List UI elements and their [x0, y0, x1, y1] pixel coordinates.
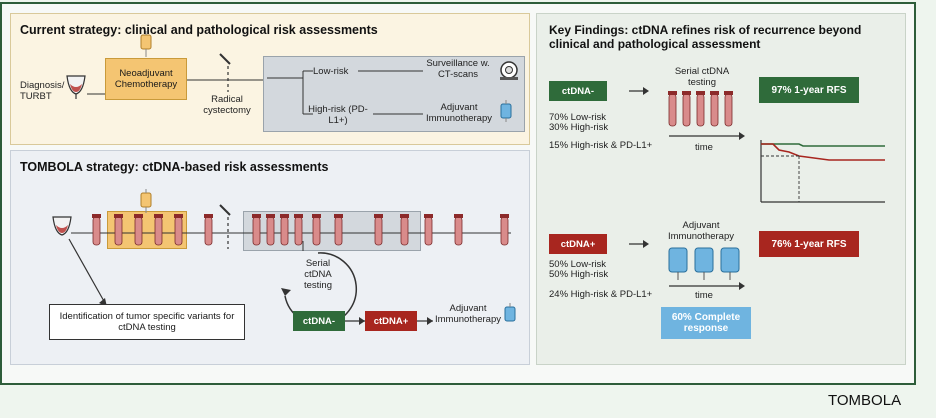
ctdna-arrows [345, 317, 433, 325]
bladder-icon [66, 75, 86, 99]
risk-branch-lines [267, 70, 423, 115]
iv-bag [668, 247, 688, 280]
neg-arrow [629, 87, 649, 95]
neg-high-risk: 30% High-risk [549, 122, 609, 133]
ct-scanner-icon [500, 61, 518, 80]
serial-tubes [668, 91, 733, 127]
immunotherapy-bag-icon [504, 303, 516, 322]
identification-arrow [68, 238, 107, 307]
ctdna-negative-pill: ctDNA- [549, 81, 607, 101]
serial-ctdna-label: Serial ctDNA testing [304, 258, 332, 291]
time-label-2: time [695, 290, 713, 301]
blood-tube [682, 91, 691, 127]
time-label: time [695, 142, 713, 153]
blood-tube [204, 214, 213, 246]
kaplan-meier-plot [760, 140, 885, 203]
rfs-positive-box: 76% 1-year RFS [759, 231, 859, 257]
current-strategy-panel: Current strategy: clinical and pathologi… [10, 13, 530, 145]
tombola-strategy-title: TOMBOLA strategy: ctDNA-based risk asses… [20, 160, 329, 174]
sample-tubes [92, 214, 509, 246]
blood-tube [252, 214, 261, 246]
blood-tube [400, 214, 409, 246]
low-risk-label: Low-risk [313, 66, 349, 77]
serial-ctdna-label: Serial ctDNA testing [674, 66, 730, 88]
blood-tube [312, 214, 321, 246]
ctdna-negative-pill: ctDNA- [293, 311, 345, 331]
current-strategy-title: Current strategy: clinical and pathologi… [20, 23, 378, 37]
adjuvant-immunotherapy-label: Adjuvant Immunotherapy [434, 303, 501, 325]
blood-tube [114, 214, 123, 246]
blood-tube [500, 214, 509, 246]
diag-connector [87, 93, 107, 95]
blood-tube [134, 214, 143, 246]
chemo-connector [187, 79, 267, 81]
blood-tube [92, 214, 101, 246]
tombola-strategy-panel: TOMBOLA strategy: ctDNA-based risk asses… [10, 150, 530, 365]
ctdna-positive-pill: ctDNA+ [365, 311, 417, 331]
immunotherapy-bags [668, 247, 740, 280]
iv-bag [694, 247, 714, 280]
radical-cystectomy-label: Radical cystectomy [203, 94, 251, 116]
neoadjuvant-chemotherapy-box: Neoadjuvant Chemotherapy [105, 58, 187, 100]
adjuvant-immunotherapy-label: Adjuvant Immunotherapy [425, 102, 492, 124]
pos-low-risk: 50% Low-risk [549, 259, 607, 270]
diagnosis-label: Diagnosis/ TURBT [20, 80, 65, 102]
ctdna-positive-pill: ctDNA+ [549, 234, 607, 254]
blood-tube [280, 214, 289, 246]
pos-pdl1: 24% High-risk & PD-L1+ [549, 289, 653, 300]
immunotherapy-bag-icon [500, 100, 512, 122]
blood-tube [374, 214, 383, 246]
iv-bag [720, 247, 740, 280]
blood-tube [266, 214, 275, 246]
chemo-bag-icon [140, 189, 152, 213]
blood-tube [424, 214, 433, 246]
blood-tube [174, 214, 183, 246]
blood-tube [668, 91, 677, 127]
blood-tube [294, 214, 303, 246]
chemo-bag-icon [140, 31, 152, 57]
bladder-icon [52, 216, 72, 236]
blood-tube [724, 91, 733, 127]
neg-low-risk: 70% Low-risk [549, 112, 607, 123]
risk-outcomes-band [263, 56, 525, 132]
rfs-negative-box: 97% 1-year RFS [759, 77, 859, 103]
pos-arrow [629, 240, 649, 248]
neg-pdl1: 15% High-risk & PD-L1+ [549, 140, 653, 151]
pos-high-risk: 50% High-risk [549, 269, 609, 280]
scalpel-icon [219, 204, 231, 249]
identification-box: Identification of tumor specific variant… [49, 304, 245, 340]
time-axis [669, 132, 745, 140]
key-findings-panel: Key Findings: ctDNA refines risk of recu… [536, 13, 906, 365]
high-risk-label: High-risk (PD-L1+) [308, 104, 368, 126]
key-findings-title: Key Findings: ctDNA refines risk of recu… [549, 23, 862, 51]
blood-tube [334, 214, 343, 246]
blood-tube [696, 91, 705, 127]
scalpel-icon [219, 53, 231, 92]
blood-tube [710, 91, 719, 127]
timeline-line [71, 232, 511, 234]
complete-response-box: 60% Complete response [661, 307, 751, 339]
surveillance-label: Surveillance w. CT-scans [426, 58, 490, 80]
adjuvant-immunotherapy-label: Adjuvant Immunotherapy [667, 220, 734, 242]
blood-tube [454, 214, 463, 246]
footer-label: TOMBOLA [828, 392, 902, 409]
time-axis-2 [669, 282, 745, 290]
blood-tube [154, 214, 163, 246]
